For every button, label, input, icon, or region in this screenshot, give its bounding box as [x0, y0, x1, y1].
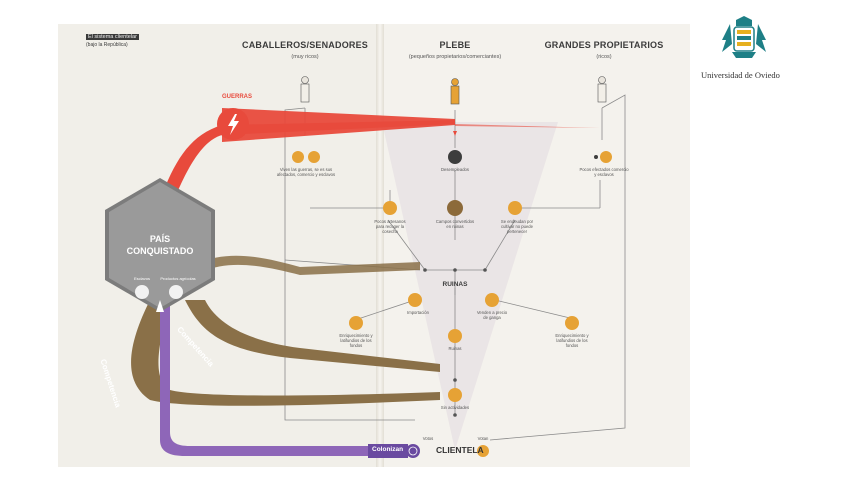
- ruina-note: Ruinas: [448, 346, 462, 351]
- plebe-sub: (pequeños propietarios/comerciantes): [408, 54, 502, 60]
- university-name: Universidad de Oviedo: [701, 70, 780, 80]
- competencia-flow-3: [160, 255, 420, 300]
- guerras-wedge: [222, 108, 455, 142]
- votos-label: Votos: [422, 436, 434, 441]
- wheat-icon: [169, 285, 183, 299]
- left-bottom-note: Enriquecimiento y latifundios de los fon…: [339, 333, 373, 348]
- venden-label: Venden a precio de ganga: [476, 310, 508, 320]
- pais-right-label: Productos agrícolas: [160, 276, 196, 281]
- grandes-statue-icon: [597, 76, 607, 103]
- guerras-label: GUERRAS: [222, 94, 253, 100]
- right-circle-note: Se endeudan por cultivar no puede perten…: [500, 219, 534, 234]
- hand-icon: [485, 293, 499, 307]
- globe-icon: [406, 444, 420, 458]
- slaves-icon: [135, 285, 149, 299]
- desempleados-label: Desempleados: [441, 167, 469, 172]
- coins-icon-right: [600, 151, 612, 163]
- tools-icon: [508, 201, 522, 215]
- caballeros-sub: (muy ricos): [291, 54, 319, 60]
- votan-label: Votan: [477, 436, 489, 441]
- coins-icon-left-bottom: [349, 316, 363, 330]
- lightning-icon: [228, 114, 239, 135]
- ruinas-label: RUINAS: [442, 281, 468, 288]
- left-circle-note: Pocos artesanos para recoger la cosecha: [374, 219, 406, 234]
- sin-actividades-label: Sin actividades: [440, 405, 470, 410]
- plebe-title: PLEBE: [439, 40, 471, 50]
- plebe-statue-icon: [450, 78, 460, 105]
- skull-icon: [448, 150, 462, 164]
- center-circle-note: Campos convertidos en ruinas: [435, 219, 475, 229]
- caballeros-title: CABALLEROS/SENADORES: [241, 40, 369, 50]
- person-statue-icon: [300, 76, 310, 103]
- importacion-label: Importación: [407, 310, 429, 315]
- book-spine: [376, 24, 384, 467]
- system-subtitle: (bajo la República): [86, 42, 128, 48]
- farmer-icon: [383, 201, 397, 215]
- clientela-label: CLIENTELA: [436, 445, 484, 455]
- colonizan-flow: [160, 300, 400, 456]
- system-tag: El sistema clientelar: [86, 34, 139, 40]
- university-crest-icon: [722, 16, 766, 58]
- hex-arrow: [156, 300, 164, 312]
- colonizan-label: Colonizan: [372, 446, 404, 453]
- grandes-note: Pocos efectados comercio y esclavos: [579, 167, 629, 177]
- right-bottom-note: Enriquecimiento y latifundios de los fon…: [555, 333, 589, 348]
- pais-line1: PAÍS: [149, 234, 171, 244]
- bowl-icon: [448, 388, 462, 402]
- import-icon: [408, 293, 422, 307]
- pais-line2: CONQUISTADO: [126, 246, 194, 256]
- connector-dots: [423, 268, 487, 417]
- small-dot-icon: [594, 155, 598, 159]
- caballeros-note: Viven las guerras, se es sus afectados, …: [276, 167, 336, 177]
- competencia-flow-2: [185, 300, 440, 372]
- pais-left-label: Esclavos: [133, 276, 151, 281]
- grandes-sub: (ricos): [596, 54, 612, 60]
- field-icon: [447, 200, 463, 216]
- coins-icon: [292, 151, 304, 163]
- guerras-tail: [455, 124, 600, 128]
- crossed-tools-icon: [448, 329, 462, 343]
- guerras-arrow: [453, 131, 457, 136]
- colonizan-band: [368, 444, 408, 458]
- sack-icon: [308, 151, 320, 163]
- clientela-icon: [477, 445, 489, 457]
- grandes-title: GRANDES PROPIETARIOS: [544, 40, 664, 50]
- coins-icon-right-bottom: [565, 316, 579, 330]
